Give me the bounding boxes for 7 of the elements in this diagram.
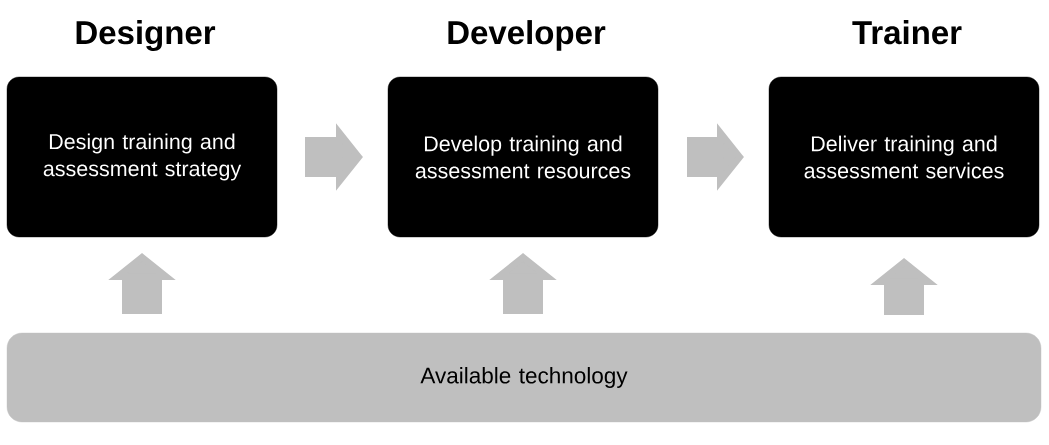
- process-box: Develop training and assessment resources: [387, 76, 659, 238]
- role-heading: Trainer: [852, 20, 962, 45]
- process-box: Deliver training and assessment services: [768, 76, 1040, 238]
- process-box: Design training and assessment strategy: [6, 76, 278, 238]
- role-heading: Developer: [448, 20, 606, 51]
- role-heading: Designer: [76, 20, 216, 51]
- technology-band: Available technology: [6, 332, 1042, 423]
